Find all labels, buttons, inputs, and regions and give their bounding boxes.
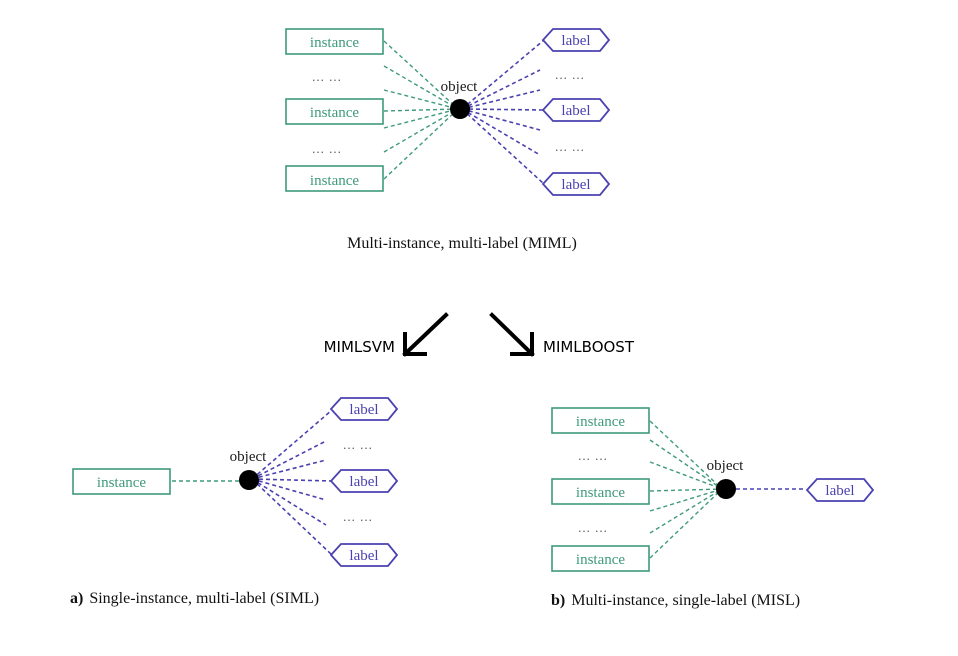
caption-prefix: a) [70,590,83,607]
ellipsis: ... ... [312,141,342,156]
instance-label: instance [576,485,625,501]
label-text: label [825,483,854,499]
misl-label-hexagon: label [805,478,875,502]
miml-instance-edges [383,40,459,180]
object-node [716,479,736,499]
siml-label-hexagon: label [329,397,399,421]
object-label: object [441,79,478,95]
misl-instance-box: instance [551,407,650,434]
ellipsis: ... ... [343,437,373,452]
instance-label: instance [576,414,625,430]
misl-caption: b) Multi-instance, single-label (MISL) [551,592,800,609]
object-node [450,99,470,119]
object-node [239,470,259,490]
caption-text: Multi-instance, single-label (MISL) [571,592,800,609]
label-text: label [349,402,378,418]
mimlboost-label: MIMLBOOST [543,338,635,356]
ellipsis: ... ... [343,509,373,524]
misl-instance-edges [649,420,723,559]
ellipsis: ... ... [312,69,342,84]
caption-text: Single-instance, multi-label (SIML) [89,590,319,607]
siml-instance-box: instance [72,468,171,495]
miml-caption: Multi-instance, multi-label (MIML) [347,235,577,252]
label-text: label [349,474,378,490]
label-text: label [561,103,590,119]
ellipsis: ... ... [578,448,608,463]
miml-label-hexagon: label [541,28,611,52]
arrow-right [489,312,535,357]
misl-instance-box: instance [551,478,650,505]
object-label: object [707,458,744,474]
miml-label-edges [461,39,545,185]
siml-label-hexagon: label [329,543,399,567]
siml-panel: instance object label ... ... label ... … [70,397,399,607]
instance-label: instance [97,475,146,491]
object-label: object [230,449,267,465]
instance-label: instance [576,552,625,568]
miml-panel: instance ... ... instance ... ... instan… [285,28,611,252]
miml-label-hexagon: label [541,98,611,122]
ellipsis: ... ... [555,67,585,82]
instance-label: instance [310,173,359,189]
misl-instance-box: instance [551,545,650,572]
siml-label-hexagon: label [329,469,399,493]
miml-instance-box: instance [285,28,384,55]
label-text: label [561,33,590,49]
miml-label-hexagon: label [541,172,611,196]
transform-arrows: MIMLSVM MIMLBOOST [324,312,635,357]
misl-panel: instance ... ... instance ... ... instan… [551,407,875,609]
siml-label-edges [251,409,333,556]
mimlsvm-label: MIMLSVM [324,338,395,356]
label-text: label [561,177,590,193]
caption-prefix: b) [551,592,565,609]
arrow-left [402,312,449,357]
instance-label: instance [310,35,359,51]
miml-instance-box: instance [285,98,384,125]
label-text: label [349,548,378,564]
ellipsis: ... ... [555,139,585,154]
instance-label: instance [310,105,359,121]
siml-caption: a) Single-instance, multi-label (SIML) [70,590,319,607]
miml-instance-box: instance [285,165,384,192]
ellipsis: ... ... [578,520,608,535]
